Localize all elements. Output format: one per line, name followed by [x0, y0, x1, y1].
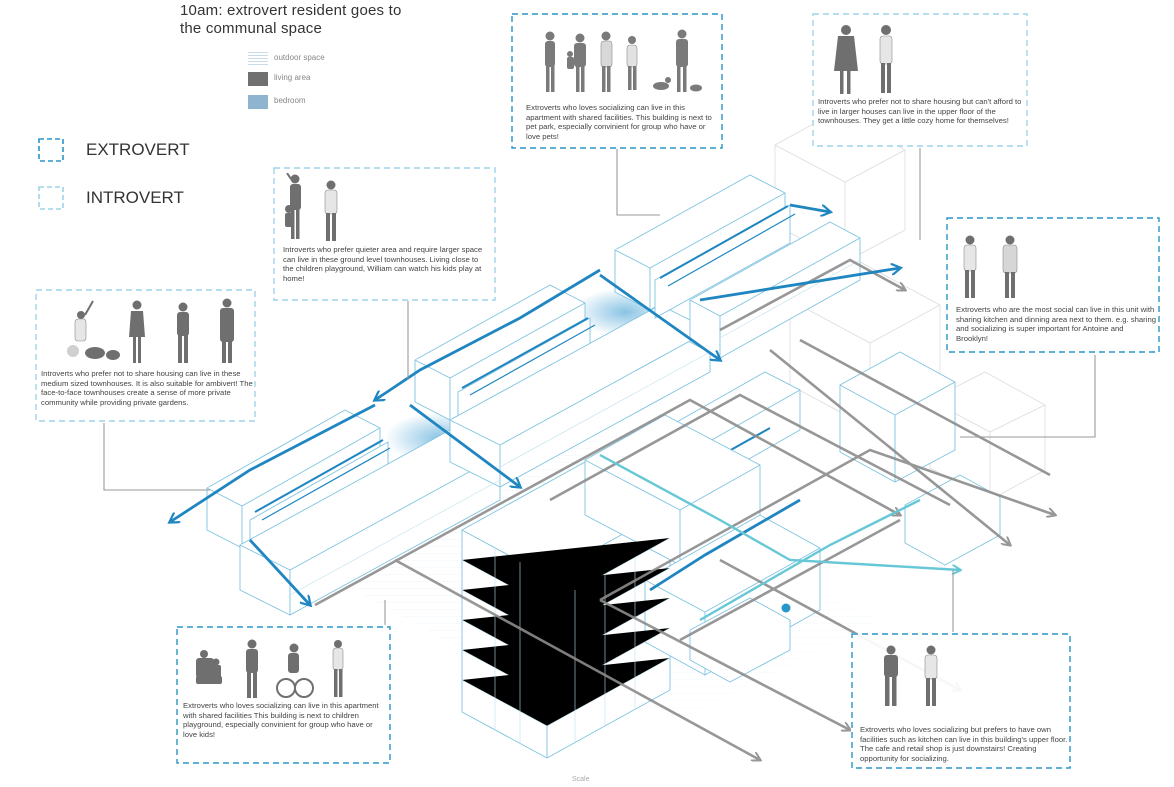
scale-mark: Scale	[572, 776, 590, 783]
leader-lines	[103, 148, 1096, 632]
card-border	[511, 13, 723, 149]
living-swatch	[248, 72, 268, 86]
card-shared-kitchen: Extroverts who are the most social can l…	[946, 217, 1160, 353]
card-description: Extroverts who are the most social can l…	[956, 305, 1157, 344]
card-medium-townhouses: Introverts who prefer not to share housi…	[35, 289, 256, 422]
card-border	[176, 626, 391, 764]
title-line-2: the communal space	[180, 20, 323, 37]
legend-label-outdoor: outdoor space	[274, 53, 325, 62]
residents-with-kid-image	[285, 173, 338, 241]
bedroom-swatch	[248, 95, 268, 109]
card-pet-park: Extroverts who loves socializing can liv…	[511, 13, 723, 149]
card-border	[273, 167, 496, 301]
extrovert-paths	[170, 203, 900, 605]
card-border	[946, 217, 1160, 353]
outdoor-swatch	[248, 52, 268, 66]
residents-with-kids-image	[196, 639, 344, 698]
residents-image	[884, 645, 938, 706]
card-own-facilities: Extroverts who loves socializing but pre…	[851, 633, 1071, 769]
card-border	[851, 633, 1071, 769]
card-description: Introverts who prefer not to share housi…	[41, 369, 253, 408]
card-upper-floor: Introverts who prefer not to share housi…	[812, 13, 1028, 147]
extrovert-label: EXTROVERT	[86, 140, 190, 159]
card-border	[812, 13, 1028, 147]
legend-label-living: living area	[274, 73, 311, 82]
residents-image	[963, 235, 1018, 298]
card-ground-level: Introverts who prefer quieter area and r…	[273, 167, 496, 301]
extrovert-dashed-box-icon	[38, 138, 64, 162]
card-playground: Extroverts who loves socializing can liv…	[176, 626, 391, 764]
card-description: Extroverts who loves socializing can liv…	[183, 701, 379, 740]
diagram-title: 10am: extrovert resident goes to the com…	[180, 2, 402, 38]
legend-item-outdoor: outdoor space	[248, 52, 368, 66]
introvert-paths	[599, 453, 960, 622]
residents-image	[834, 25, 893, 94]
introvert-label: INTROVERT	[86, 188, 184, 207]
residents-image	[67, 298, 234, 363]
legend-label-bedroom: bedroom	[274, 96, 306, 105]
card-description: Extroverts who loves socializing but pre…	[860, 725, 1068, 764]
card-description: Extroverts who loves socializing can liv…	[526, 103, 712, 142]
card-description: Introverts who prefer not to share housi…	[818, 97, 1022, 126]
residents-with-pets-image	[545, 29, 702, 92]
introvert-dashed-box-icon	[38, 186, 64, 210]
card-description: Introverts who prefer quieter area and r…	[283, 245, 483, 284]
title-line-1: 10am: extrovert resident goes to	[180, 2, 402, 19]
resident-dot	[781, 603, 791, 613]
legend-item-bedroom: bedroom	[248, 95, 368, 109]
building-floorlines	[289, 259, 861, 744]
card-border	[35, 289, 256, 422]
legend-item-living: living area	[248, 72, 368, 86]
